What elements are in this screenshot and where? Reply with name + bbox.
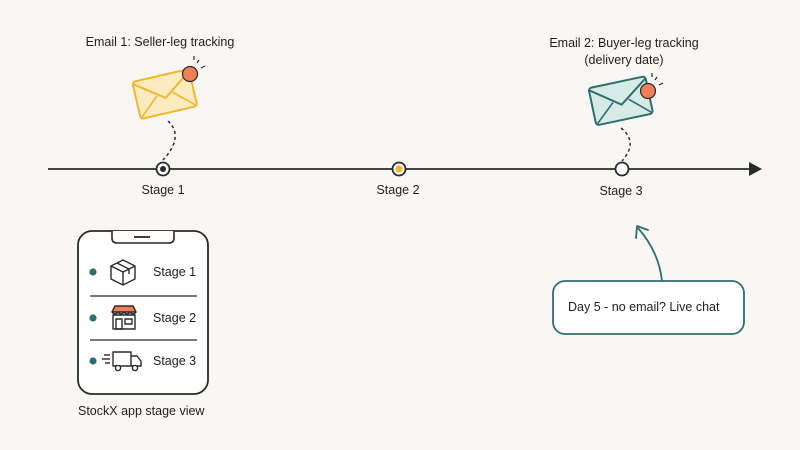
store-icon (111, 305, 137, 330)
callout-text: Day 5 - no email? Live chat (568, 300, 720, 314)
email-2-label-line2: (delivery date) (584, 53, 664, 67)
stage-marker-2 (391, 161, 407, 177)
stage-2-label: Stage 2 (376, 183, 420, 197)
bullet-dot (89, 314, 97, 322)
phone-item-stage-2: Stage 2 (153, 311, 197, 325)
phone-item-stage-1: Stage 1 (153, 265, 197, 279)
phone-caption: StockX app stage view (78, 404, 205, 418)
timeline-arrowhead (749, 162, 762, 176)
email-2-label-line1: Email 2: Buyer-leg tracking (549, 36, 699, 50)
envelope-icon-email-2 (588, 75, 654, 126)
notification-dot-icon (181, 56, 206, 83)
box-icon (110, 259, 136, 286)
connector-email-1 (162, 120, 176, 161)
callout-box (552, 280, 745, 335)
notification-dot-icon (639, 73, 664, 100)
stage-3-label: Stage 3 (599, 184, 643, 198)
stage-marker-1 (155, 161, 171, 177)
email-2-label: Email 2: Buyer-leg tracking (delivery da… (549, 35, 698, 69)
bullet-dot (89, 268, 97, 276)
phone-item-stage-3: Stage 3 (153, 354, 197, 368)
callout-arrow (637, 227, 663, 282)
stage-marker-3 (614, 161, 630, 177)
email-1-label: Email 1: Seller-leg tracking (85, 35, 235, 49)
callout-arrowhead (635, 225, 649, 239)
delivery-truck-icon (102, 351, 142, 372)
bullet-dot (89, 357, 97, 365)
envelope-icon-email-1 (131, 68, 198, 120)
stage-1-label: Stage 1 (141, 183, 185, 197)
connector-email-2 (620, 127, 631, 162)
